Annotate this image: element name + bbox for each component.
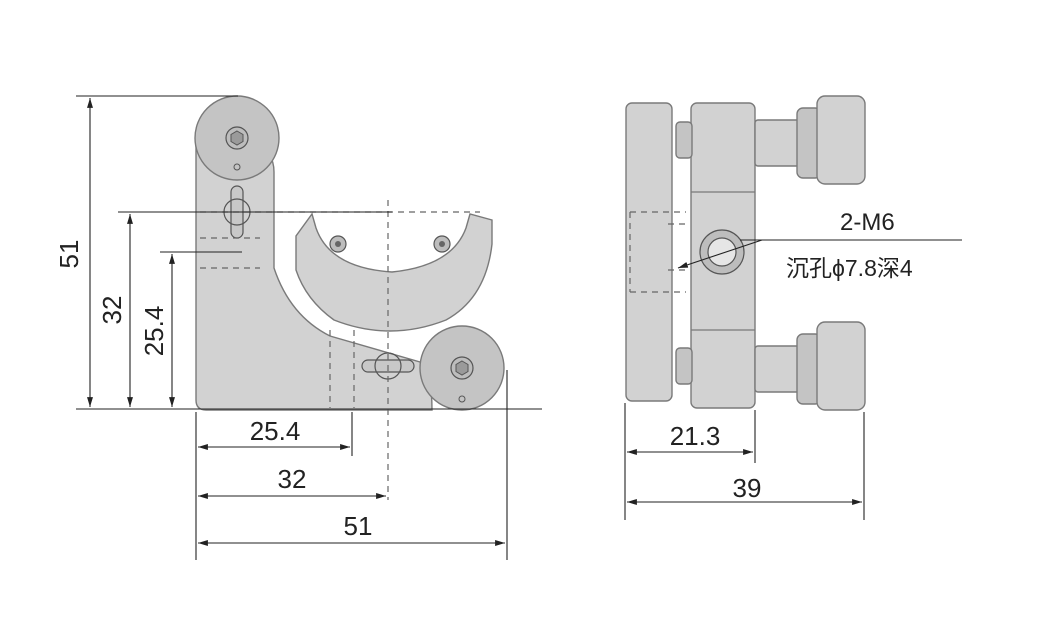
upper-adjuster-knob [816,95,866,185]
dim-width-center: 32 [278,464,307,494]
ring-hole-right-center [439,241,445,247]
side-dimensions: 21.3 39 2-M6 沉孔ϕ7.8深4 [624,209,962,520]
counterbore-inner [707,237,737,267]
upper-knob-dot [233,163,241,171]
dim-height-center: 32 [97,296,127,325]
dim-depth-total: 39 [733,473,762,503]
ring-hole-left-center [335,241,341,247]
side-lower-boss [675,347,693,385]
lower-hex-icon [455,360,469,376]
front-dimensions: 51 32 25.4 25.4 32 51 [54,95,542,560]
dim-height-total: 51 [54,240,84,269]
lower-knob-dot [458,395,466,403]
dim-width-total: 51 [344,511,373,541]
callout-thread: 2-M6 [840,209,895,236]
callout-leader [677,239,763,269]
callout-counterbore: 沉孔ϕ7.8深4 [786,255,913,281]
dim-width-small: 25.4 [250,416,301,446]
front-view [194,95,505,500]
ring-holder [295,212,493,332]
side-upper-boss [675,121,693,159]
side-front-plate [625,102,673,402]
lower-adjuster-knob [816,321,866,411]
side-view [625,95,866,411]
dim-depth-partial: 21.3 [670,421,721,451]
dim-height-center-small: 25.4 [139,306,169,357]
upper-hex-icon [230,130,244,146]
